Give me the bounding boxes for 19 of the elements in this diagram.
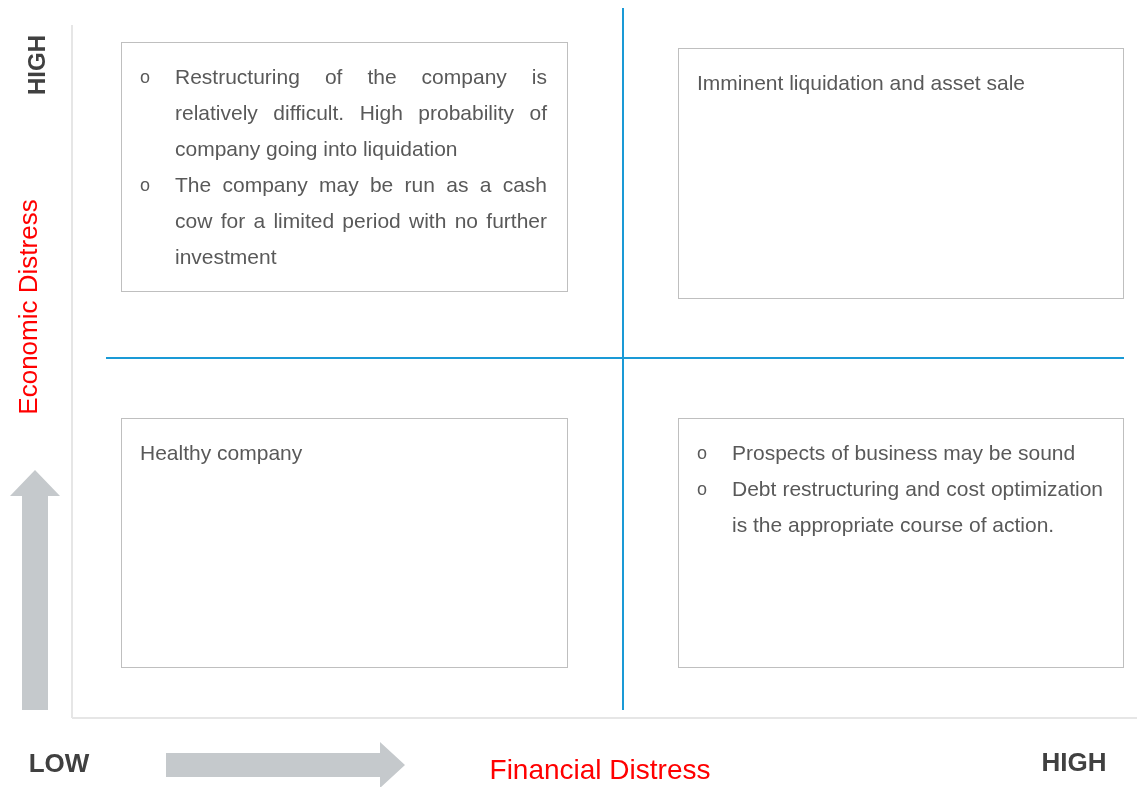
quadrant-box: [121, 418, 568, 668]
bullet-marker: o: [697, 478, 708, 501]
quadrant-box: [678, 418, 1124, 668]
bullet-marker: o: [140, 174, 151, 197]
quadrant-text: Imminent liquidation and asset sale: [697, 70, 1027, 96]
axis-label: LOW: [28, 747, 90, 779]
bullet-text: The company may be run as a cash cow for a limited period with no further investment: [175, 172, 547, 270]
bullet-text: Prospects of business may be sound: [732, 440, 1077, 466]
bullet-marker: o: [140, 66, 151, 89]
quadrant-box: [121, 42, 568, 292]
axis-title: Financial Distress: [489, 754, 711, 786]
bullet-text: Restructuring of the company is relatively difficult. High probability of company going into liquidation: [175, 64, 547, 162]
quadrant-box: [678, 48, 1124, 299]
bullet-marker: o: [697, 442, 708, 465]
axis-label: HIGH: [1041, 746, 1107, 778]
bullet-text: Debt restructuring and cost optimization is the appropriate course of action.: [732, 476, 1103, 538]
axis-label: HIGH: [23, 35, 51, 95]
axis-title: Economic Distress: [12, 199, 44, 415]
quadrant-text: Healthy company: [140, 440, 304, 466]
